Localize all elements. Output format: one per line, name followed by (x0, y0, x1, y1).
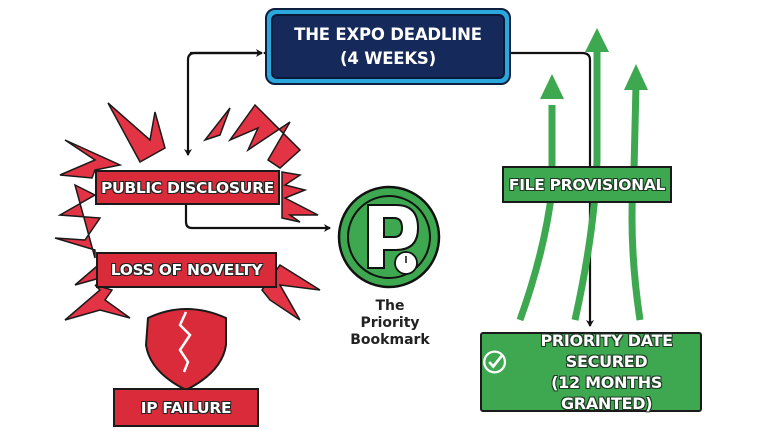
caption-line-3: Bookmark (350, 332, 430, 348)
file-provisional-label: FILE PROVISIONAL (502, 166, 672, 203)
ip-failure-text: IP FAILURE (140, 398, 232, 417)
broken-shield-icon (144, 308, 227, 392)
loss-of-novelty-text: LOSS OF NOVELTY (110, 261, 263, 279)
expo-deadline-title: THE EXPO DEADLINE (294, 24, 482, 44)
caption-line-2: Priority (360, 315, 420, 331)
ip-failure-label: IP FAILURE (113, 388, 259, 427)
check-circle-icon (483, 350, 507, 374)
priority-date-line-3: (12 MONTHS GRANTED) (551, 373, 663, 413)
priority-bookmark-caption: The Priority Bookmark (340, 298, 440, 349)
priority-date-secured-box: PRIORITY DATE SECURED (12 MONTHS GRANTED… (480, 331, 702, 413)
expo-deadline-duration: (4 WEEKS) (340, 48, 436, 68)
caption-line-1: The (375, 298, 405, 314)
priority-date-line-1: PRIORITY DATE (540, 331, 673, 350)
public-disclosure-text: PUBLIC DISCLOSURE (100, 178, 275, 197)
loss-of-novelty-label: LOSS OF NOVELTY (96, 252, 277, 288)
connector-arrows (184, 49, 594, 327)
priority-date-line-2: SECURED (565, 352, 648, 371)
expo-deadline-box: THE EXPO DEADLINE (4 WEEKS) (265, 8, 511, 85)
public-disclosure-label: PUBLIC DISCLOSURE (95, 170, 280, 205)
file-provisional-text: FILE PROVISIONAL (508, 175, 666, 194)
priority-p-clock-icon (337, 185, 441, 289)
